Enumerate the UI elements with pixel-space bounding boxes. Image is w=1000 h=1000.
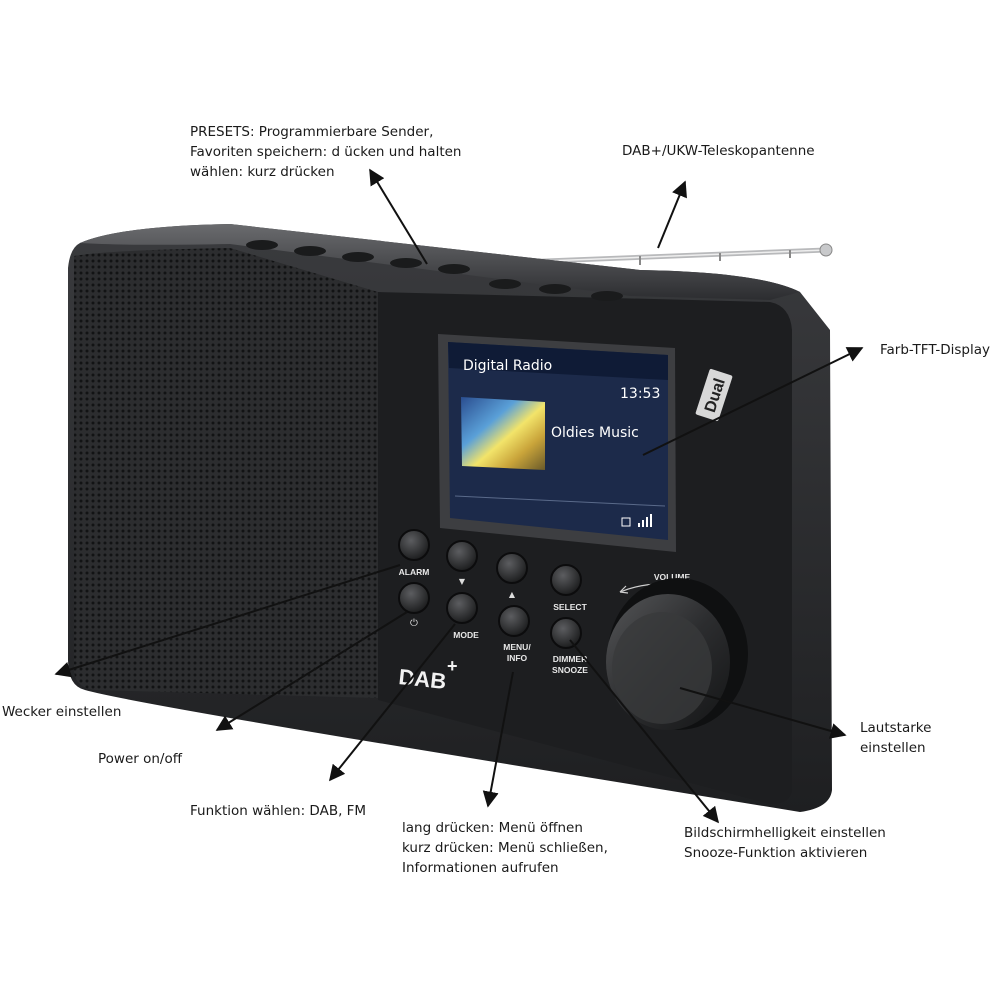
menu-label: MENU/ bbox=[503, 642, 531, 652]
up-button[interactable] bbox=[496, 552, 528, 584]
arrow-presets bbox=[369, 168, 428, 265]
dimmer-label: DIMMER bbox=[553, 654, 587, 664]
tft-display: Digital Radio 13:53 Oldies Music bbox=[438, 334, 676, 552]
dimmer-annotation: Bildschirmhelligkeit einstellen Snooze-F… bbox=[684, 823, 886, 863]
power-button[interactable] bbox=[398, 582, 430, 614]
arrow-volume bbox=[679, 687, 847, 739]
menu-line1: lang drücken: Menü öffnen bbox=[402, 820, 583, 836]
arrow-menu bbox=[482, 671, 514, 808]
album-art bbox=[461, 397, 545, 470]
menu-line3: Informationen aufrufen bbox=[402, 860, 559, 876]
presets-line2: Favoriten speichern: d ücken und halten bbox=[190, 144, 462, 160]
display-annotation: Farb-TFT-Display bbox=[880, 342, 990, 358]
volume-label: VOLUME bbox=[654, 572, 691, 582]
presets-annotation: PRESETS: Programmierbare Sender, Favorit… bbox=[190, 122, 461, 182]
dab-plus-sign: + bbox=[447, 656, 458, 676]
volume-line2: einstellen bbox=[860, 740, 926, 756]
alarm-label: ALARM bbox=[399, 567, 430, 577]
alarm-button[interactable] bbox=[398, 529, 430, 561]
annotation-arrows bbox=[54, 168, 864, 824]
menu-info-button[interactable] bbox=[498, 605, 530, 637]
power-annotation: Power on/off bbox=[98, 751, 183, 767]
down-arrow-icon: ▼ bbox=[459, 577, 466, 586]
preset-button[interactable] bbox=[390, 258, 422, 268]
volume-control: VOLUME bbox=[606, 572, 748, 730]
preset-button[interactable] bbox=[539, 284, 571, 294]
dimmer-line2: Snooze-Funktion aktivieren bbox=[684, 845, 868, 861]
preset-button[interactable] bbox=[489, 279, 521, 289]
dab-plus-logo: DAB + bbox=[397, 656, 457, 694]
arrow-mode bbox=[328, 623, 456, 782]
signal-icon bbox=[621, 514, 652, 527]
select-button[interactable] bbox=[550, 564, 582, 596]
mode-label: MODE bbox=[453, 630, 479, 640]
preset-button[interactable] bbox=[246, 240, 278, 250]
arrow-display bbox=[642, 347, 864, 456]
preset-button[interactable] bbox=[591, 291, 623, 301]
info-label: INFO bbox=[507, 653, 528, 663]
alarm-annotation: Wecker einstellen bbox=[2, 704, 122, 720]
mode-button[interactable] bbox=[446, 592, 478, 624]
display-time: 13:53 bbox=[620, 386, 660, 402]
presets-line1: PRESETS: Programmierbare Sender, bbox=[190, 124, 434, 140]
svg-text:DAB: DAB bbox=[397, 664, 447, 694]
arrow-power bbox=[215, 611, 408, 731]
select-label: SELECT bbox=[553, 602, 587, 612]
control-buttons: ALARM ▼ ▲ SELECT ⏻ MODE MENU/ INFO DIMME… bbox=[398, 529, 588, 675]
dimmer-line1: Bildschirmhelligkeit einstellen bbox=[684, 825, 886, 841]
display-station: Oldies Music bbox=[551, 425, 639, 441]
preset-button[interactable] bbox=[294, 246, 326, 256]
volume-line1: Lautstarke bbox=[860, 720, 932, 736]
speaker-grille bbox=[74, 248, 378, 698]
mode-annotation: Funktion wählen: DAB, FM bbox=[190, 803, 367, 819]
brand-logo: Dual bbox=[695, 368, 733, 422]
menu-annotation: lang drücken: Menü öffnen kurz drücken: … bbox=[402, 818, 608, 878]
up-arrow-icon: ▲ bbox=[509, 590, 516, 599]
presets-line3: wählen: kurz drücken bbox=[190, 164, 335, 180]
telescopic-antenna bbox=[517, 243, 833, 265]
preset-button[interactable] bbox=[438, 264, 470, 274]
preset-button[interactable] bbox=[342, 252, 374, 262]
dimmer-snooze-button[interactable] bbox=[550, 617, 582, 649]
display-title: Digital Radio bbox=[463, 358, 552, 374]
arrow-antenna bbox=[657, 180, 687, 249]
power-icon: ⏻ bbox=[410, 618, 418, 629]
snooze-label: SNOOZE bbox=[552, 665, 588, 675]
arrow-alarm bbox=[54, 564, 401, 678]
down-button[interactable] bbox=[446, 540, 478, 572]
preset-buttons bbox=[246, 240, 623, 301]
volume-annotation: Lautstarke einstellen bbox=[860, 718, 931, 758]
menu-line2: kurz drücken: Menü schließen, bbox=[402, 840, 608, 856]
arrow-dimmer bbox=[569, 639, 720, 824]
antenna-annotation: DAB+/UKW-Teleskopantenne bbox=[622, 143, 815, 159]
